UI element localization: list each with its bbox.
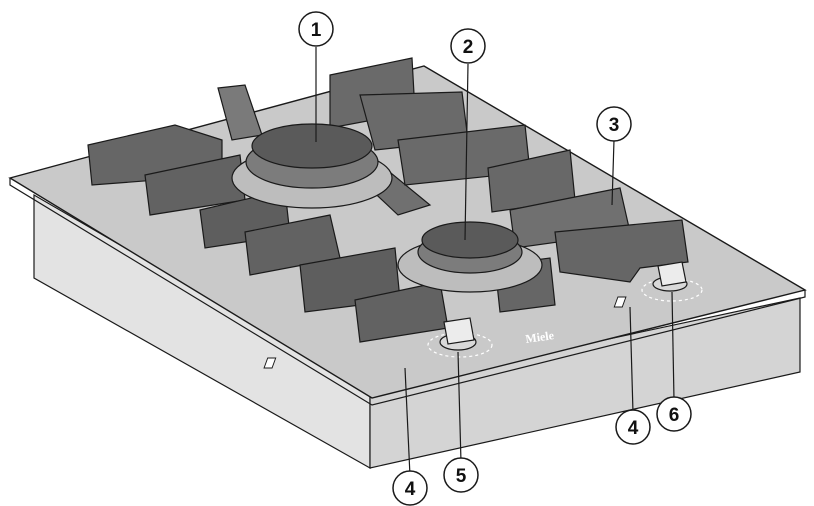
callout-4-right: 4 (615, 409, 651, 445)
pan-support-left (87, 57, 469, 276)
callout-1: 1 (298, 11, 334, 47)
callout-3: 3 (596, 106, 632, 142)
control-knob-front (427, 317, 493, 358)
pan-support-right (299, 124, 689, 343)
burner-1-cap (251, 123, 373, 169)
callout-5: 5 (443, 457, 479, 493)
callout-5-label: 5 (456, 466, 467, 487)
callout-2-label: 2 (463, 37, 474, 58)
brand-logo: Miele (524, 328, 555, 346)
leader-lines (315, 47, 675, 477)
callout-6-label: 6 (669, 405, 680, 426)
indicator-light-right (613, 296, 627, 308)
callout-1-label: 1 (311, 20, 322, 41)
callout-4-front-label: 4 (405, 479, 416, 500)
callout-4-right-label: 4 (628, 418, 639, 439)
callout-4-front: 4 (392, 470, 428, 506)
grate-arm (554, 219, 689, 283)
glass-edge (9, 178, 806, 406)
indicator-light-front (263, 357, 277, 369)
burner-2-cap (421, 221, 519, 259)
cooktop-right-side (369, 297, 801, 469)
control-knob-right (641, 261, 703, 302)
callout-3-label: 3 (609, 115, 620, 136)
callout-6: 6 (656, 396, 692, 432)
callout-2: 2 (450, 28, 486, 64)
